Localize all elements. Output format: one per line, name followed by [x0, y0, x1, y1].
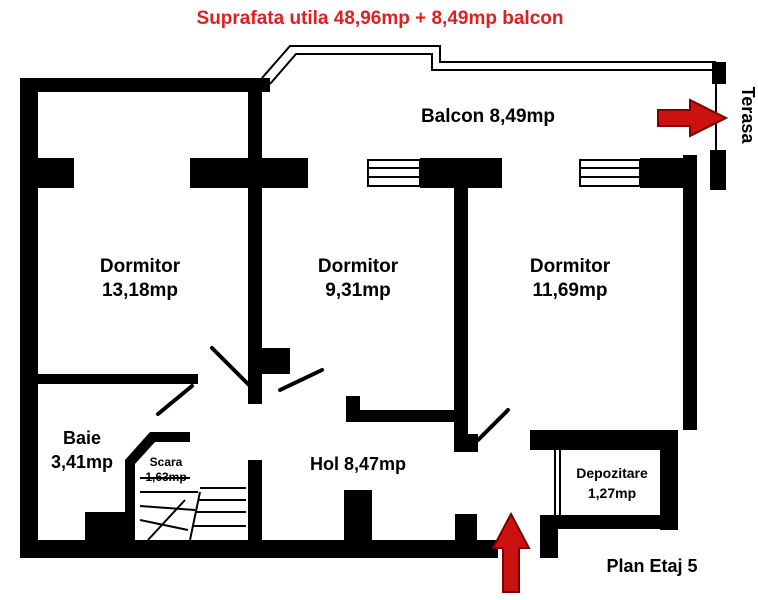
storage-wall-bottom: [545, 515, 678, 529]
wall-stair-right: [248, 460, 262, 542]
room-label-baie: Baie: [63, 428, 101, 448]
balcony-rail-right: [712, 62, 726, 84]
inner-walls: [38, 84, 697, 542]
balcony-railing-line: [261, 45, 716, 79]
balcony-railing: [37, 45, 716, 91]
room-label-dormitor-2: Dormitor: [318, 256, 399, 277]
arrow-terasa-icon: [657, 98, 729, 138]
storage-wall-left-bottom: [540, 515, 558, 558]
outer-wall-bottom: [20, 540, 498, 558]
outer-wall-left: [20, 78, 38, 558]
wall-bedroom1-top-left: [38, 158, 74, 188]
plan-title: Suprafata utila 48,96mp + 8,49mp balcon: [197, 8, 564, 29]
arrow-right-icon: [657, 98, 729, 138]
wall-hall-block-1: [344, 490, 372, 542]
wall-bedroom2-top: [248, 158, 308, 188]
room-area-scara: 1,63mp: [145, 470, 186, 484]
outer-wall-right-upper: [683, 155, 697, 430]
window-top-left: [37, 81, 267, 91]
room-area-dormitor-2: 9,31mp: [325, 280, 390, 301]
windows: [367, 84, 717, 515]
door-bath: [156, 384, 194, 416]
plan-label: Plan Etaj 5: [606, 556, 697, 576]
door-bedroom3: [476, 408, 510, 442]
room-label-scara: Scara: [150, 455, 183, 469]
room-label-balcon: Balcon 8,49mp: [421, 106, 555, 127]
wall-bedroom3-top-right: [640, 158, 697, 188]
doors: [156, 346, 510, 442]
staircase: [139, 477, 246, 541]
wall-bedroom2-stub: [262, 348, 290, 374]
door-bedroom2: [278, 368, 324, 392]
room-area-dormitor-1: 13,18mp: [102, 280, 178, 301]
arrow-up-icon: [491, 511, 531, 593]
room-area-dormitor-3: 11,69mp: [533, 280, 608, 301]
room-label-dormitor-3: Dormitor: [530, 256, 611, 277]
terrace-wall-stub: [710, 150, 726, 190]
stair-steps: [139, 477, 246, 541]
window-bedroom3: [579, 159, 641, 187]
room-label-hol: Hol 8,47mp: [310, 454, 406, 474]
terasa-label: Terasa: [738, 87, 758, 145]
room-area-baie: 3,41mp: [51, 452, 113, 472]
wall-door-post: [454, 434, 478, 452]
arrow-entrance-icon: [491, 511, 531, 593]
outer-wall-right-bottom: [660, 430, 678, 530]
door-bedroom1: [210, 346, 254, 390]
wall-bath-top: [38, 374, 198, 384]
wall-storage-top: [530, 430, 678, 450]
room-labels: Balcon 8,49mp Dormitor 13,18mp Dormitor …: [51, 106, 648, 501]
room-label-dormitor-1: Dormitor: [100, 256, 181, 277]
wall-corridor-stub: [346, 396, 360, 422]
wall-partition-2-3: [454, 158, 468, 448]
wall-corridor-bottom: [346, 410, 468, 422]
wall-hall-block-2: [455, 514, 477, 542]
room-label-depozitare: Depozitare: [576, 465, 648, 481]
balcony-railing-line-inner: [269, 53, 712, 85]
window-bedroom2: [367, 159, 421, 187]
wall-stair-enclosure: [125, 432, 190, 540]
wall-partition-1-2: [248, 84, 262, 404]
room-area-depozitare: 1,27mp: [588, 485, 636, 501]
outer-walls: [20, 62, 726, 558]
